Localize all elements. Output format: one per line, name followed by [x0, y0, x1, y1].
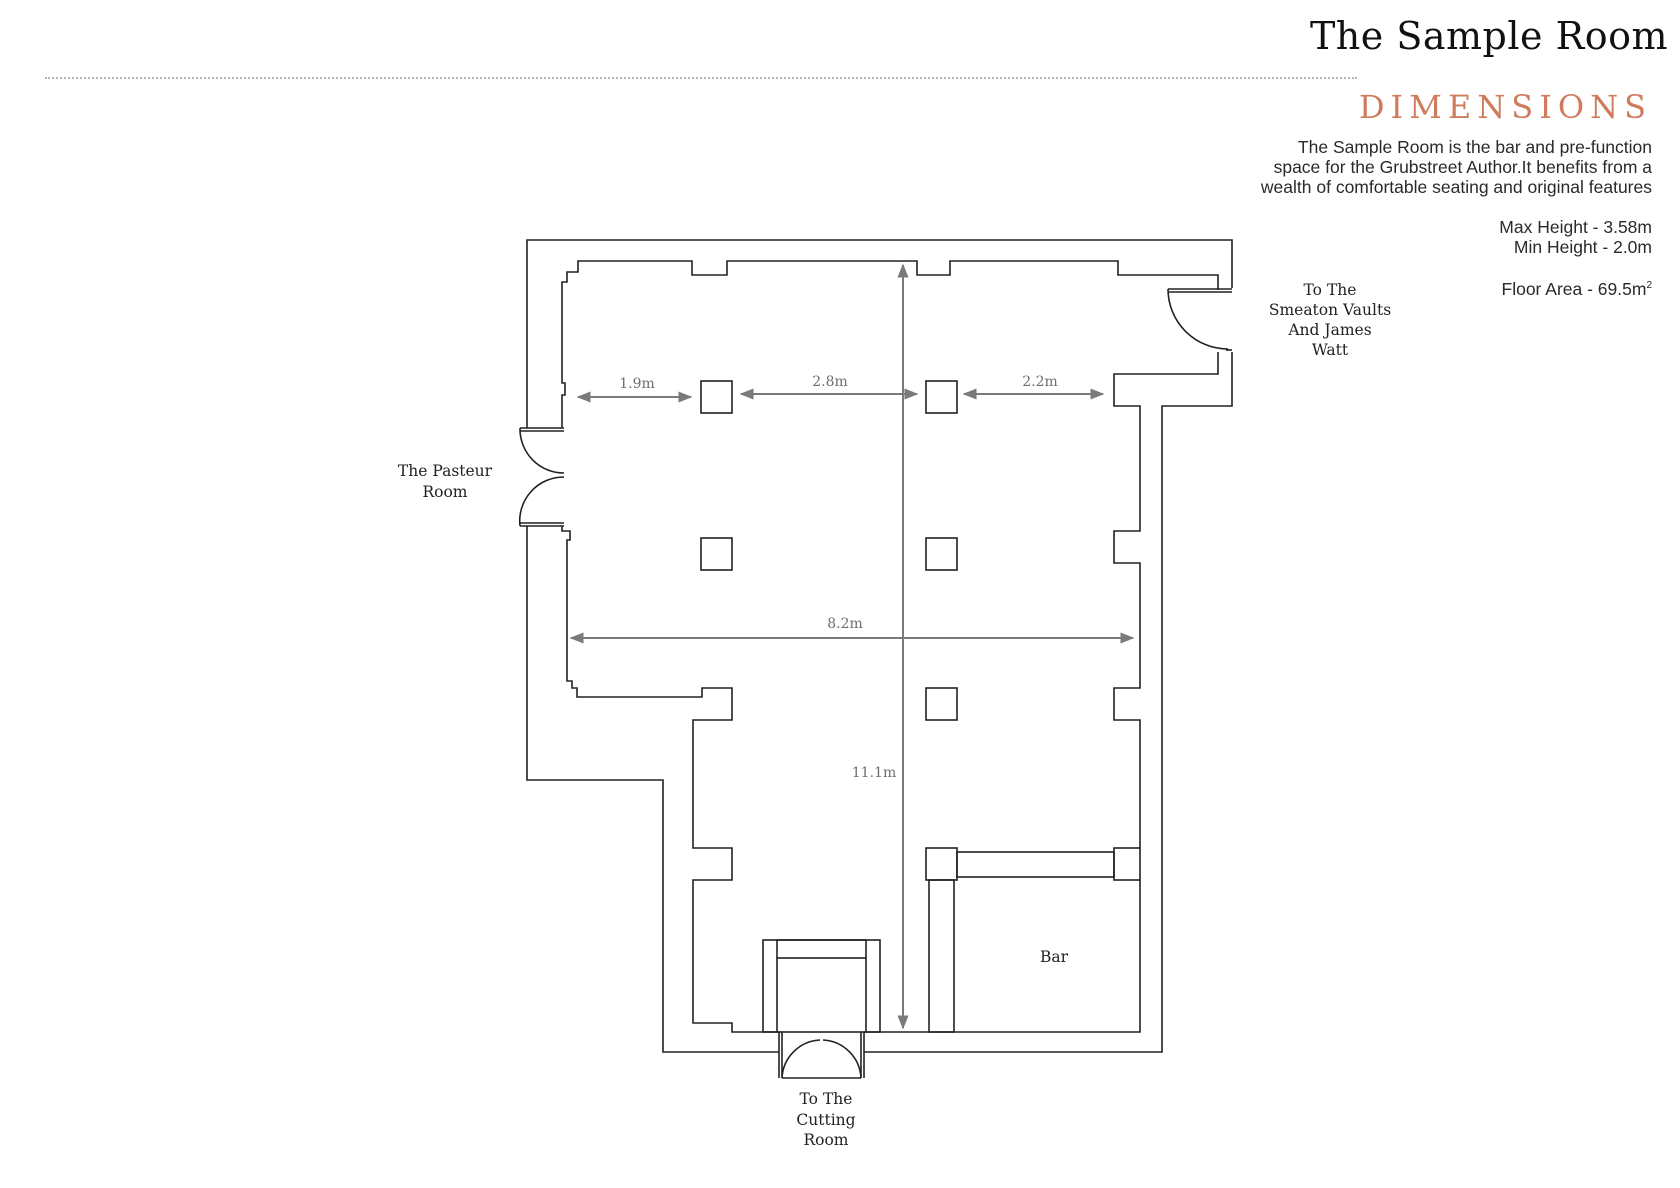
dimension-label-8-2m: 8.2m	[827, 616, 863, 632]
description-line: space for the Grubstreet Author.It benef…	[1273, 157, 1652, 177]
bar-corner-post	[925, 847, 958, 881]
floor-area: Floor Area - 69.5m2	[1092, 276, 1652, 299]
bar-counter-side	[928, 879, 955, 1033]
outer-wall	[864, 352, 1233, 1053]
description-line: wealth of comfortable seating and origin…	[1260, 177, 1652, 197]
dimension-label-2-8m: 2.8m	[812, 374, 848, 390]
column	[925, 537, 958, 571]
label-cutting-room-line: Cutting	[796, 1111, 855, 1129]
page-title: The Sample Room	[1309, 14, 1668, 58]
outer-wall	[526, 526, 779, 1053]
dimension-lines	[569, 263, 1135, 1030]
dimension-label-1-9m: 1.9m	[619, 376, 655, 392]
section-heading: DIMENSIONS	[1358, 88, 1652, 126]
title-divider	[45, 77, 1357, 79]
room-description: The Sample Room is the bar and pre-funct…	[1092, 137, 1652, 197]
label-pasteur-room-line: Room	[422, 483, 467, 501]
dimension-label-11-1m: 11.1m	[852, 765, 896, 781]
label-smeaton-vaults-line: Watt	[1312, 341, 1349, 359]
bar-counter-top	[956, 851, 1115, 878]
door-cutting-room	[778, 1032, 865, 1079]
max-height: Max Height - 3.58m	[1499, 217, 1652, 237]
label-smeaton-vaults-line: Smeaton Vaults	[1269, 301, 1391, 319]
label-cutting-room-line: To The	[800, 1090, 853, 1108]
dimension-labels: 1.9m 2.8m 2.2m 8.2m 11.1m	[619, 374, 1058, 781]
column	[700, 537, 733, 571]
label-smeaton-vaults-line: And James	[1287, 321, 1371, 339]
bar-back-post	[1113, 847, 1141, 881]
label-pasteur-room-line: The Pasteur	[398, 462, 493, 480]
inner-wall	[561, 260, 1219, 428]
label-bar: Bar	[1040, 948, 1069, 966]
column	[700, 380, 733, 414]
floor-area-value: Floor Area - 69.5m	[1501, 279, 1647, 299]
description-line: The Sample Room is the bar and pre-funct…	[1297, 137, 1652, 157]
label-smeaton-vaults-line: To The	[1304, 281, 1357, 299]
doorway-frame	[762, 939, 881, 1033]
inner-wall	[561, 526, 779, 1033]
doorway-lintel	[776, 939, 867, 959]
floor-area-unit-superscript: 2	[1646, 280, 1652, 291]
door-smeaton-vaults	[1167, 288, 1232, 351]
room-labels: The Pasteur Room To The Smeaton Vaults A…	[398, 281, 1391, 1149]
outer-wall	[526, 239, 1233, 428]
door-pasteur-room	[518, 427, 565, 527]
dimension-label-2-2m: 2.2m	[1022, 374, 1058, 390]
label-cutting-room-line: Room	[803, 1131, 848, 1149]
column	[925, 687, 958, 721]
min-height: Min Height - 2.0m	[1513, 237, 1652, 257]
walls	[518, 239, 1233, 1079]
inner-wall	[1113, 352, 1219, 848]
column	[925, 380, 958, 414]
height-info: Max Height - 3.58m Min Height - 2.0m	[1092, 217, 1652, 257]
inner-wall	[864, 880, 1141, 1033]
